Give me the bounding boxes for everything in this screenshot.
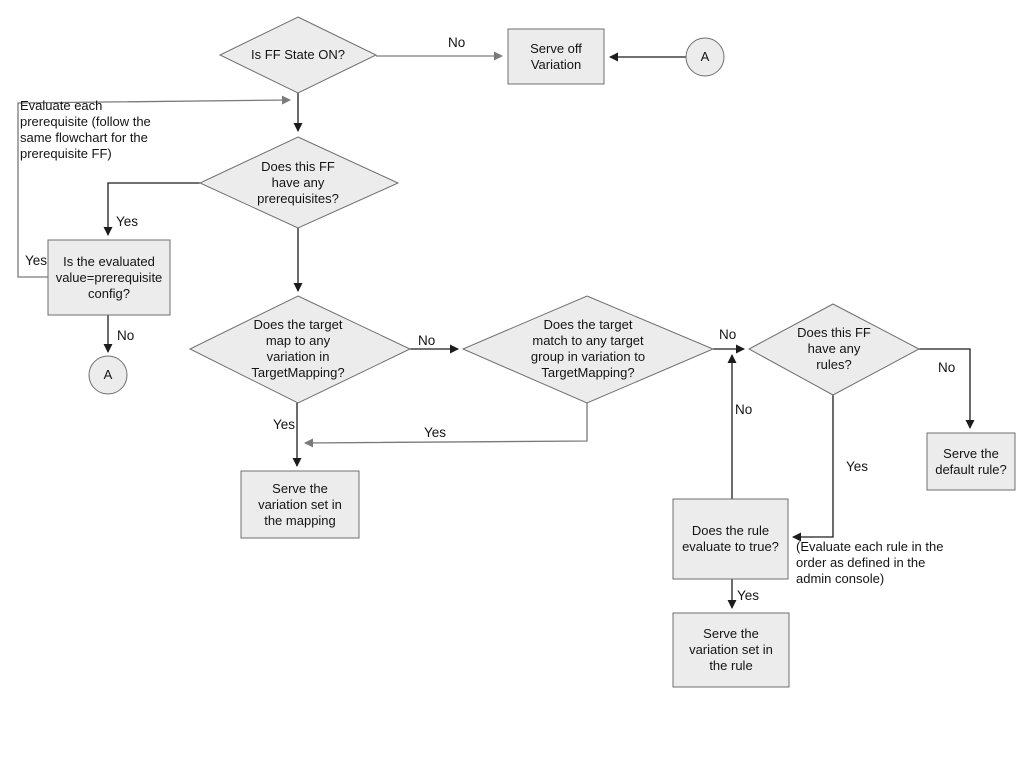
process-serve-mapping-label: Serve the variation set in the mapping <box>258 480 342 528</box>
connector-a-top-right-shape <box>685 37 725 77</box>
decision-has-rules-shape <box>747 303 921 396</box>
decision-has-prerequisites-shape <box>198 136 400 229</box>
process-serve-off-variation-shape <box>507 28 605 85</box>
connector-a-left-label: A <box>103 367 113 382</box>
connector-a-left-shape <box>88 355 128 395</box>
edge-label-yes-rule-true: Yes <box>737 588 760 603</box>
process-serve-mapping-shape <box>240 470 360 539</box>
process-serve-default-shape <box>926 432 1016 491</box>
decision-target-map-shape <box>188 295 412 404</box>
edge-label-yes-loop: Yes <box>25 253 48 268</box>
edge-label-no-target-map: No <box>418 333 436 348</box>
edge-label-no-to-a: No <box>117 328 135 343</box>
decision-target-group-label: Does the target match to any target grou… <box>530 317 646 380</box>
edge-prerequisites-yes-to-evaluated <box>103 182 200 236</box>
note-prerequisite-evaluation: Evaluate each prerequisite (follow the s… <box>20 98 151 161</box>
process-serve-rule-shape <box>672 612 790 688</box>
decision-has-rules-label: Does this FF have any rules? <box>797 325 871 372</box>
decision-is-ff-state-on-label: Is FF State ON? <box>251 47 345 62</box>
note-rule-order: (Evaluate each rule in the order as defi… <box>796 539 944 586</box>
process-rule-evaluate-label: Does the rule evaluate to true? <box>682 523 779 554</box>
edge-label-no-target-group: No <box>719 327 737 342</box>
edge-rules-yes-to-ruleeval <box>792 395 834 542</box>
edge-targetgroup-yes-to-mapping <box>304 403 588 448</box>
edge-label-yes-rules: Yes <box>846 459 869 474</box>
process-rule-evaluate-shape <box>672 498 789 580</box>
edge-evaluated-yes-loop <box>17 95 291 278</box>
process-serve-off-variation-label: Serve off Variation <box>530 40 582 72</box>
process-evaluated-value-shape <box>47 239 171 316</box>
edge-rules-no-to-default <box>919 348 975 429</box>
process-serve-rule-label: Serve the variation set in the rule <box>689 626 773 673</box>
decision-is-ff-state-on-shape <box>218 16 378 94</box>
process-serve-default-label: Serve the default rule? <box>935 445 1007 477</box>
edge-label-yes-prerequisites: Yes <box>116 214 139 229</box>
decision-target-group-shape <box>461 295 715 404</box>
edge-label-no-serve-off: No <box>448 35 466 50</box>
connector-a-top-right-label: A <box>700 49 710 64</box>
decision-target-map-label: Does the target map to any variation in … <box>251 317 345 380</box>
edge-label-no-rules-default: No <box>938 360 956 375</box>
edge-label-no-rule-eval: No <box>735 402 753 417</box>
edge-label-yes-target-group: Yes <box>424 425 447 440</box>
edge-label-yes-target-map: Yes <box>273 417 296 432</box>
decision-has-prerequisites-label: Does this FF have any prerequisites? <box>257 159 339 206</box>
process-evaluated-value-label: Is the evaluated value=prerequisite conf… <box>55 253 163 301</box>
